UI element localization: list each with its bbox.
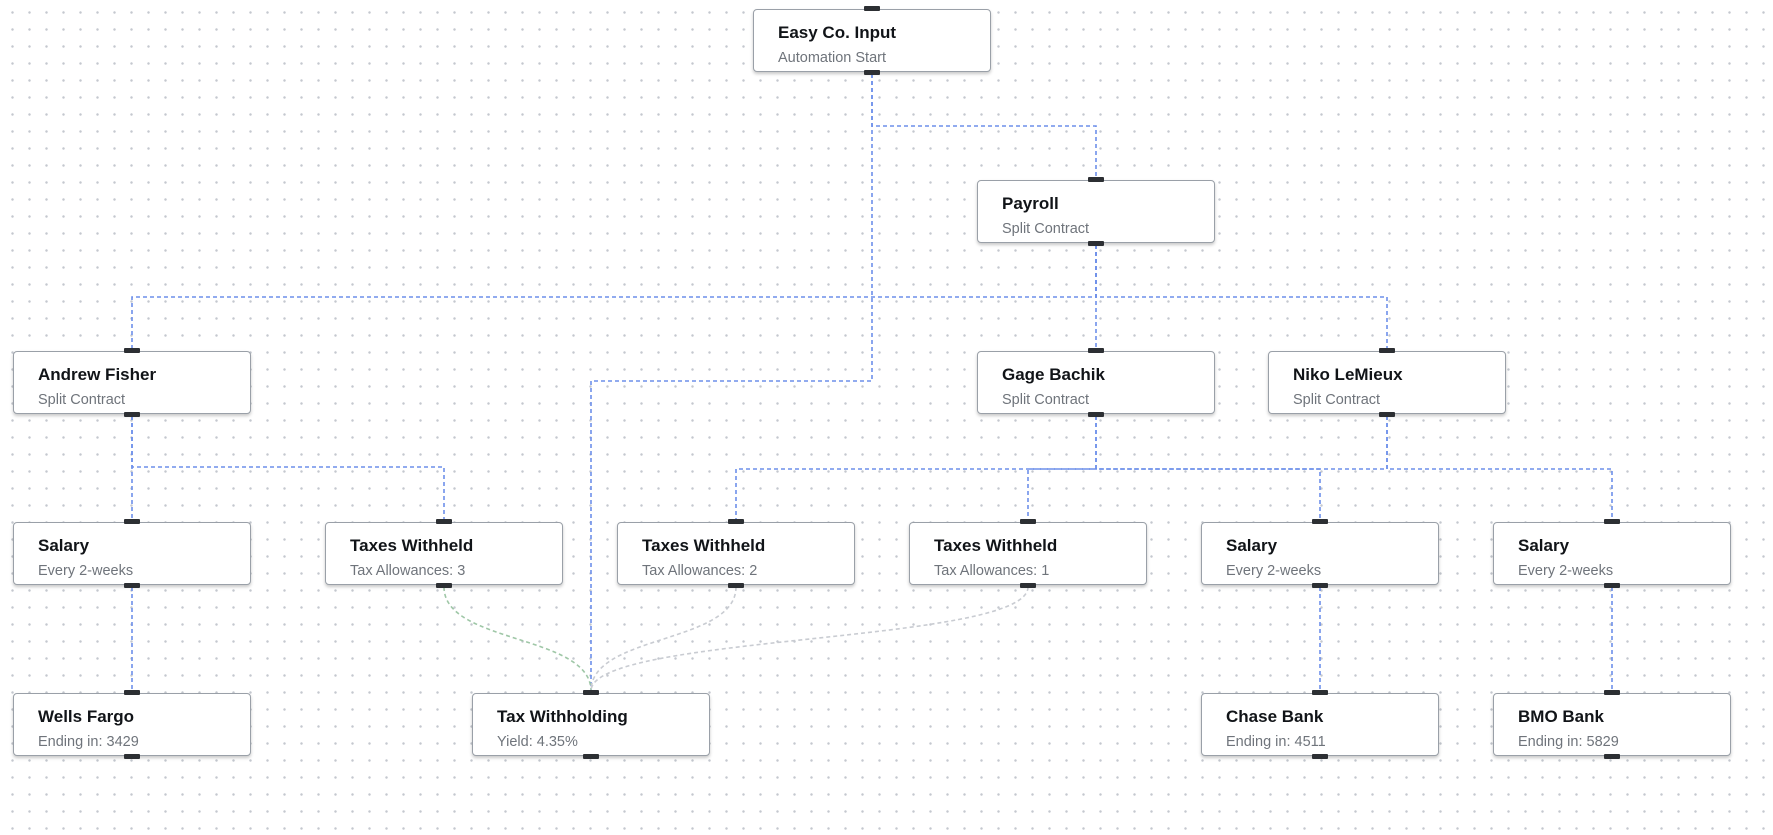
output-handle[interactable] <box>1088 241 1104 246</box>
node-subtitle: Automation Start <box>778 50 886 66</box>
output-handle[interactable] <box>1604 754 1620 759</box>
input-handle[interactable] <box>864 6 880 11</box>
output-handle[interactable] <box>436 583 452 588</box>
node-title: Tax Withholding <box>497 707 628 726</box>
node-subtitle: Split Contract <box>1002 221 1090 237</box>
node-easy-co-input[interactable]: Easy Co. Input Automation Start <box>753 6 991 75</box>
node-subtitle: Ending in: 4511 <box>1226 734 1326 750</box>
node-taxes-niko[interactable]: Taxes Withheld Tax Allowances: 1 <box>909 519 1147 588</box>
node-title: Andrew Fisher <box>38 365 157 384</box>
node-niko-lemieux[interactable]: Niko LeMieux Split Contract <box>1268 348 1506 417</box>
input-handle[interactable] <box>1312 519 1328 524</box>
node-taxes-andrew[interactable]: Taxes Withheld Tax Allowances: 3 <box>325 519 563 588</box>
output-handle[interactable] <box>1604 583 1620 588</box>
node-title: Salary <box>38 536 90 555</box>
node-salary-andrew[interactable]: Salary Every 2-weeks <box>13 519 251 588</box>
node-subtitle: Tax Allowances: 2 <box>642 563 758 579</box>
node-subtitle: Split Contract <box>1002 392 1090 408</box>
input-handle[interactable] <box>583 690 599 695</box>
output-handle[interactable] <box>1312 583 1328 588</box>
node-title: Chase Bank <box>1226 707 1324 726</box>
node-subtitle: Split Contract <box>1293 392 1381 408</box>
input-handle[interactable] <box>1604 519 1620 524</box>
output-handle[interactable] <box>1312 754 1328 759</box>
node-subtitle: Tax Allowances: 1 <box>934 563 1050 579</box>
output-handle[interactable] <box>728 583 744 588</box>
output-handle[interactable] <box>124 583 140 588</box>
input-handle[interactable] <box>1379 348 1395 353</box>
output-handle[interactable] <box>864 70 880 75</box>
node-subtitle: Every 2-weeks <box>1226 563 1322 579</box>
node-title: Niko LeMieux <box>1293 365 1403 384</box>
input-handle[interactable] <box>1088 177 1104 182</box>
node-title: Taxes Withheld <box>934 536 1058 555</box>
input-handle[interactable] <box>124 519 140 524</box>
node-subtitle: Split Contract <box>38 392 126 408</box>
node-subtitle: Tax Allowances: 3 <box>350 563 466 579</box>
node-gage-bachik[interactable]: Gage Bachik Split Contract <box>977 348 1215 417</box>
output-handle[interactable] <box>124 412 140 417</box>
node-title: Wells Fargo <box>38 707 135 726</box>
node-subtitle: Ending in: 5829 <box>1518 734 1619 750</box>
node-taxes-gage[interactable]: Taxes Withheld Tax Allowances: 2 <box>617 519 855 588</box>
output-handle[interactable] <box>1088 412 1104 417</box>
input-handle[interactable] <box>1604 690 1620 695</box>
node-salary-niko[interactable]: Salary Every 2-weeks <box>1493 519 1731 588</box>
input-handle[interactable] <box>728 519 744 524</box>
node-subtitle: Every 2-weeks <box>1518 563 1614 579</box>
input-handle[interactable] <box>124 690 140 695</box>
node-subtitle: Ending in: 3429 <box>38 734 139 750</box>
output-handle[interactable] <box>1379 412 1395 417</box>
node-tax-withholding[interactable]: Tax Withholding Yield: 4.35% <box>472 690 710 759</box>
input-handle[interactable] <box>124 348 140 353</box>
node-title: Salary <box>1226 536 1278 555</box>
node-title: Easy Co. Input <box>778 23 897 42</box>
node-title: Salary <box>1518 536 1570 555</box>
node-chase-bank[interactable]: Chase Bank Ending in: 4511 <box>1201 690 1439 759</box>
node-title: Taxes Withheld <box>350 536 474 555</box>
node-title: Payroll <box>1002 194 1059 213</box>
output-handle[interactable] <box>583 754 599 759</box>
input-handle[interactable] <box>1312 690 1328 695</box>
input-handle[interactable] <box>436 519 452 524</box>
node-title: Gage Bachik <box>1002 365 1105 384</box>
node-wells-fargo[interactable]: Wells Fargo Ending in: 3429 <box>13 690 251 759</box>
input-handle[interactable] <box>1088 348 1104 353</box>
output-handle[interactable] <box>1020 583 1036 588</box>
node-title: BMO Bank <box>1518 707 1604 726</box>
node-payroll[interactable]: Payroll Split Contract <box>977 177 1215 246</box>
output-handle[interactable] <box>124 754 140 759</box>
node-salary-gage[interactable]: Salary Every 2-weeks <box>1201 519 1439 588</box>
node-andrew-fisher[interactable]: Andrew Fisher Split Contract <box>13 348 251 417</box>
node-title: Taxes Withheld <box>642 536 766 555</box>
node-subtitle: Yield: 4.35% <box>497 734 578 750</box>
node-bmo-bank[interactable]: BMO Bank Ending in: 5829 <box>1493 690 1731 759</box>
input-handle[interactable] <box>1020 519 1036 524</box>
node-subtitle: Every 2-weeks <box>38 563 134 579</box>
